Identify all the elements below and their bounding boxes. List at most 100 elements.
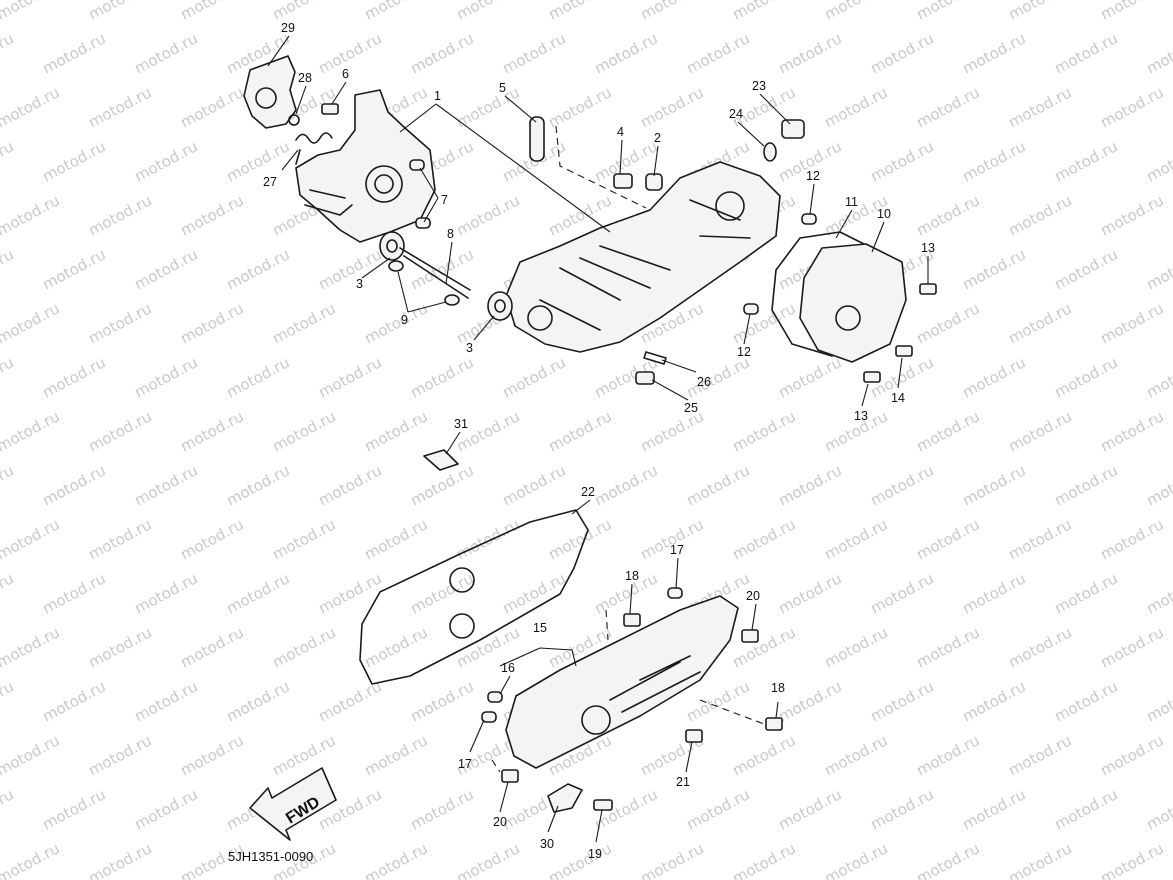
watermark-text: motod.ru <box>1097 83 1166 131</box>
part-12-dowel-b <box>743 303 759 315</box>
part-22-gasket-opening-b <box>449 613 475 639</box>
watermark-text: motod.ru <box>131 461 200 509</box>
part-31-clip <box>423 449 459 471</box>
callout-18-right: 18 <box>771 681 785 695</box>
part-9-washer-b <box>444 294 460 306</box>
callout-1: 1 <box>434 89 441 103</box>
part-17-dowel-a <box>481 711 497 723</box>
watermark-text: motod.ru <box>729 515 798 563</box>
part-left-housing <box>295 89 436 243</box>
watermark-text: motod.ru <box>39 785 108 833</box>
watermark-text: motod.ru <box>361 407 430 455</box>
watermark-text: motod.ru <box>545 0 614 24</box>
watermark-text: motod.ru <box>39 461 108 509</box>
watermark-text: motod.ru <box>683 353 752 401</box>
watermark-text: motod.ru <box>0 785 17 833</box>
watermark-text: motod.ru <box>959 569 1028 617</box>
part-3-bearing-right <box>487 291 513 321</box>
watermark-text: motod.ru <box>361 299 430 347</box>
callout-22: 22 <box>581 485 595 499</box>
watermark-text: motod.ru <box>1097 623 1166 671</box>
part-25-bolt <box>635 371 655 385</box>
part-20-bolt-b <box>501 769 519 783</box>
watermark-text: motod.ru <box>1143 137 1173 185</box>
part-1-crankcase-ribs <box>539 199 751 331</box>
part-1-crankcase-bore <box>527 305 553 331</box>
watermark-text: motod.ru <box>85 623 154 671</box>
part-28-washer <box>288 114 300 126</box>
drawing-code: 5JH1351-0090 <box>228 849 314 864</box>
watermark-text: motod.ru <box>729 0 798 24</box>
watermark-text: motod.ru <box>1097 731 1166 779</box>
watermark-text: motod.ru <box>1143 245 1173 293</box>
callout-30: 30 <box>540 837 554 851</box>
part-left-housing-bore <box>365 165 403 203</box>
watermark-text: motod.ru <box>821 623 890 671</box>
watermark-text: motod.ru <box>775 677 844 725</box>
watermark-text: motod.ru <box>1005 839 1074 880</box>
part-12-dowel-a <box>801 213 817 225</box>
callout-7: 6 <box>342 67 349 81</box>
callout-25: 25 <box>684 401 698 415</box>
callout-28: 28 <box>298 71 312 85</box>
watermark-text: motod.ru <box>39 569 108 617</box>
callout-12-bottom: 12 <box>737 345 751 359</box>
part-23-plug <box>781 119 805 139</box>
part-left-housing-bore-inner <box>374 174 394 194</box>
watermark-text: motod.ru <box>1005 83 1074 131</box>
watermark-text: motod.ru <box>683 785 752 833</box>
watermark-text: motod.ru <box>223 677 292 725</box>
watermark-text: motod.ru <box>0 839 63 880</box>
watermark-text: motod.ru <box>269 515 338 563</box>
watermark-text: motod.ru <box>1005 623 1074 671</box>
part-13-bolt-a <box>919 283 937 295</box>
part-22-gasket-opening-a <box>449 567 475 593</box>
part-3-bearing-left <box>379 231 405 261</box>
callout-5: 5 <box>499 81 506 95</box>
watermark-text: motod.ru <box>131 137 200 185</box>
part-8-shaft <box>399 247 471 299</box>
part-26-clip <box>643 351 667 365</box>
part-19-bolt <box>593 799 613 811</box>
callout-12-top: 12 <box>806 169 820 183</box>
watermark-text: motod.ru <box>223 353 292 401</box>
fwd-arrow-icon <box>249 767 337 841</box>
part-left-housing-arm <box>304 189 353 216</box>
watermark-text: motod.ru <box>85 83 154 131</box>
watermark-text: motod.ru <box>959 353 1028 401</box>
watermark-text: motod.ru <box>131 677 200 725</box>
watermark-text: motod.ru <box>1051 245 1120 293</box>
watermark-text: motod.ru <box>1051 137 1120 185</box>
callout-17-top: 17 <box>670 543 684 557</box>
watermark-text: motod.ru <box>223 245 292 293</box>
watermark-text: motod.ru <box>1051 461 1120 509</box>
watermark-text: motod.ru <box>1051 785 1120 833</box>
callout-16: 16 <box>501 661 515 675</box>
watermark-text: motod.ru <box>131 29 200 77</box>
watermark-text: motod.ru <box>223 569 292 617</box>
watermark-text: motod.ru <box>775 29 844 77</box>
watermark-text: motod.ru <box>269 407 338 455</box>
watermark-text: motod.ru <box>0 569 17 617</box>
watermark-text: motod.ru <box>131 569 200 617</box>
watermark-text: motod.ru <box>499 29 568 77</box>
watermark-text: motod.ru <box>775 569 844 617</box>
watermark-text: motod.ru <box>913 839 982 880</box>
watermark-text: motod.ru <box>361 731 430 779</box>
watermark-text: motod.ru <box>867 29 936 77</box>
watermark-text: motod.ru <box>1097 407 1166 455</box>
watermark-text: motod.ru <box>269 623 338 671</box>
watermark-text: motod.ru <box>39 245 108 293</box>
watermark-text: motod.ru <box>867 137 936 185</box>
part-3-bearing-right-inner <box>494 299 506 313</box>
watermark-text: motod.ru <box>453 407 522 455</box>
watermark-text: motod.ru <box>453 515 522 563</box>
watermark-text: motod.ru <box>85 191 154 239</box>
watermark-text: motod.ru <box>0 677 17 725</box>
part-9-washer-a <box>388 260 404 272</box>
part-1-crankcase <box>505 161 781 353</box>
callout-3-left: 3 <box>356 277 363 291</box>
part-27-spring <box>295 132 333 165</box>
part-10-cover <box>799 243 907 363</box>
